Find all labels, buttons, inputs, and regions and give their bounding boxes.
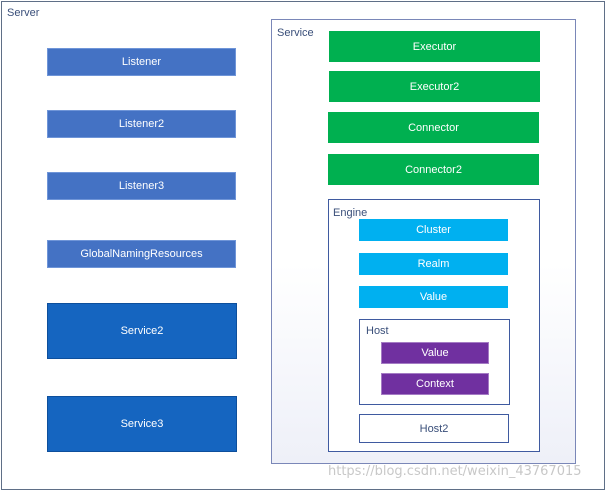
realm-box: Realm <box>359 253 508 275</box>
connector-box: Connector <box>328 112 539 143</box>
executor2-box: Executor2 <box>329 71 540 102</box>
global-naming-resources-box: GlobalNamingResources <box>47 240 236 268</box>
service2-box: Service2 <box>47 303 237 359</box>
executor-box: Executor <box>329 31 540 62</box>
host2-box: Host2 <box>359 414 509 443</box>
host-label: Host <box>366 325 389 337</box>
service-label: Service <box>277 27 314 39</box>
connector2-box: Connector2 <box>328 154 539 185</box>
listener-box: Listener <box>47 48 236 76</box>
host-value-box: Value <box>381 342 489 364</box>
listener2-box: Listener2 <box>47 110 236 138</box>
watermark-text: https://blog.csdn.net/weixin_43767015 <box>328 464 582 479</box>
context-box: Context <box>381 373 489 395</box>
service3-box: Service3 <box>47 396 237 452</box>
engine-value-box: Value <box>359 286 508 308</box>
cluster-box: Cluster <box>359 219 508 241</box>
engine-label: Engine <box>333 207 368 219</box>
listener3-box: Listener3 <box>47 172 236 200</box>
server-label: Server <box>7 7 40 19</box>
